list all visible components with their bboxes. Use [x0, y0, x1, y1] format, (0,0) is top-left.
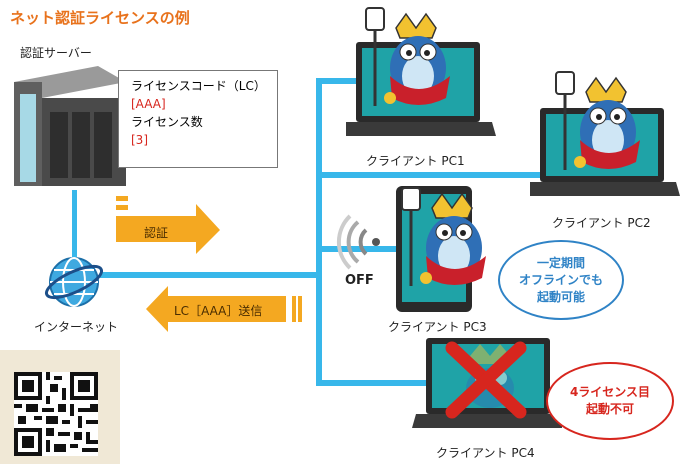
offline-bubble-line3: 起動可能 [536, 289, 585, 304]
denied-bubble: 4ライセンス目 起動不可 [546, 362, 674, 440]
client-pc4-label: クライアント PC4 [436, 446, 535, 460]
diagram-title: ネット認証ライセンスの例 [10, 9, 190, 27]
offline-status: OFF [345, 273, 374, 288]
denied-bubble-line1: 4ライセンス目 [569, 385, 651, 399]
network-line [316, 172, 542, 178]
license-document: ライセンスコード（LC） [AAA] ライセンス数 [3] [118, 70, 278, 168]
network-line [316, 380, 428, 386]
network-line [316, 78, 322, 386]
network-line [100, 272, 322, 278]
owl-mascot-pc1 [365, 7, 450, 106]
wifi-signal-icon [336, 214, 380, 270]
client-pc1-label: クライアント PC1 [366, 154, 465, 168]
server-label: 認証サーバー [20, 46, 92, 60]
license-code-value: [AAA] [131, 97, 166, 111]
owl-mascot-pc2 [555, 71, 640, 170]
denied-bubble-line2: 起動不可 [585, 402, 634, 416]
client-pc3-label: クライアント PC3 [388, 320, 487, 334]
license-code-label: ライセンスコード（LC） [131, 79, 266, 93]
offline-bubble-line2: オフラインでも [518, 272, 603, 287]
send-arrow [146, 286, 302, 332]
server-icon [14, 66, 126, 186]
internet-globe-icon [44, 257, 104, 307]
network-line [72, 190, 77, 260]
internet-label: インターネット [34, 320, 119, 334]
owl-mascot-pc3 [401, 187, 486, 286]
client-pc2-label: クライアント PC2 [552, 216, 651, 230]
offline-bubble-line1: 一定期間 [536, 255, 585, 270]
auth-arrow-label: 認証 [144, 226, 169, 240]
auth-arrow [116, 196, 220, 254]
network-line [316, 78, 360, 84]
license-count-value: [3] [131, 133, 148, 147]
offline-bubble: 一定期間 オフラインでも 起動可能 [498, 240, 624, 320]
network-line [316, 246, 402, 252]
license-count-label: ライセンス数 [131, 115, 203, 129]
send-arrow-label: LC［AAA］送信 [174, 304, 263, 318]
denied-cross-icon [445, 341, 527, 419]
qr-code-image [14, 372, 98, 456]
